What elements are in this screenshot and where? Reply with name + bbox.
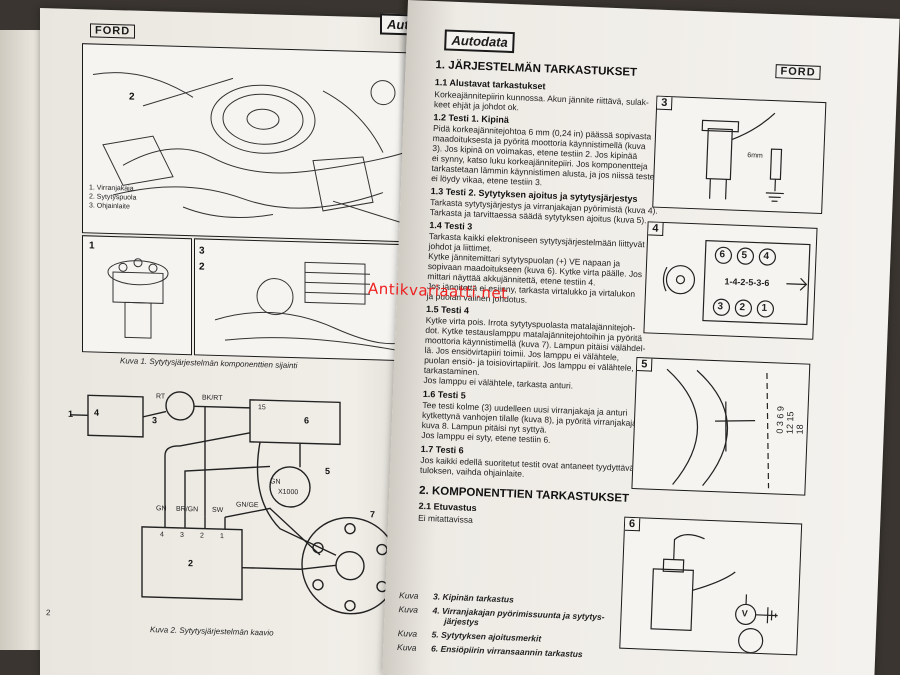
wd-label-gn2: GN bbox=[156, 505, 167, 513]
s21-text: Ei mitattavissa bbox=[417, 512, 474, 525]
engine-bay-drawing bbox=[92, 72, 404, 224]
figure5-timing-marks: 5 0 3 6 9 12 15 18 bbox=[631, 357, 811, 496]
fig4-bottom-3: 3 bbox=[717, 301, 724, 313]
fig4-order: 1-4-2-5-3-6 bbox=[724, 276, 770, 289]
fig5-scale: 0 3 6 9 12 15 18 bbox=[774, 405, 805, 435]
wd-box-2: 2 bbox=[188, 558, 194, 569]
caption-kuva-6-label: Kuva bbox=[396, 642, 417, 653]
s15-title: 1.5 Testi 4 bbox=[425, 303, 470, 316]
wd-label-15: 15 bbox=[258, 404, 266, 412]
wd-callout-3: 3 bbox=[152, 415, 158, 426]
fig6-number: 6 bbox=[624, 517, 641, 532]
fig3-number: 3 bbox=[656, 96, 673, 111]
wd-callout-5: 5 bbox=[325, 465, 331, 477]
fig2-caption: Kuva 2. Sytytysjärjestelmän kaavio bbox=[150, 625, 274, 638]
fig1-sub-1: 1 bbox=[89, 240, 95, 252]
wd-pin-3: 3 bbox=[180, 531, 184, 540]
wd-pin-1: 1 bbox=[220, 533, 224, 541]
wd-label-gnge: GN/GE bbox=[236, 501, 259, 510]
figure1-engine-bay: 2 1. Virranjakaja 2. Sytytyspuola 3. Ohj… bbox=[82, 43, 424, 243]
wd-box-6: 6 bbox=[304, 415, 310, 426]
wd-pin-4: 4 bbox=[160, 531, 164, 539]
fig4-bottom-1: 1 bbox=[761, 302, 768, 315]
spark-test-drawing bbox=[701, 112, 784, 202]
fig4-top-5: 5 bbox=[741, 249, 748, 262]
timing-marks-drawing bbox=[666, 368, 770, 489]
fig1-legend-1: 1. Virranjakaja bbox=[89, 184, 134, 193]
s17-title: 1.7 Testi 6 bbox=[420, 443, 464, 456]
caption-kuva-3-label: Kuva bbox=[398, 590, 419, 601]
fig1-sub-3: 3 bbox=[199, 245, 205, 257]
fig1-legend-2: 2. Sytytyspuola bbox=[89, 193, 137, 202]
s21-title: 2.1 Etuvastus bbox=[418, 500, 477, 514]
caption-kuva-5-label: Kuva bbox=[397, 628, 418, 639]
fig4-top-4: 4 bbox=[763, 250, 770, 263]
figure6-primary-circuit: 6 V bbox=[619, 516, 803, 656]
figure4-firing-order: 4 6 5 4 1-4-2-5-3-6 3 2 1 bbox=[643, 221, 818, 340]
left-page: FORD Autodata bbox=[40, 8, 451, 675]
wiring-diagram-drawing bbox=[70, 391, 399, 615]
wd-callout-1: 1 bbox=[68, 408, 74, 419]
caption-kuva-5-text: 5. Sytytyksen ajoitusmerkit bbox=[431, 629, 542, 644]
primary-circuit-drawing bbox=[650, 534, 778, 654]
wd-label-sw: SW bbox=[212, 506, 224, 515]
firing-order-drawing bbox=[662, 239, 811, 326]
brand-ford-right: FORD bbox=[775, 64, 821, 80]
right-page: Autodata FORD 1. JÄRJESTELMÄN TARKASTUKS… bbox=[382, 0, 900, 675]
figure1-distributor: 1 bbox=[82, 235, 192, 356]
brand-ford-left: FORD bbox=[90, 23, 136, 39]
caption-kuva-4-cont: järjestys bbox=[444, 615, 479, 628]
caption-kuva-4-label: Kuva bbox=[398, 604, 419, 615]
wd-label-brgn: BR/GN bbox=[176, 505, 199, 514]
section1-title: 1. JÄRJESTELMÄN TARKASTUKSET bbox=[435, 59, 638, 79]
wd-pin-2: 2 bbox=[200, 532, 204, 540]
wd-box-4: 4 bbox=[94, 407, 100, 418]
wd-label-bkrt: BK/RT bbox=[202, 394, 223, 403]
s15-line-7: Jos lamppu ei välähtele, tarkasta anturi… bbox=[423, 374, 574, 391]
figure2-wiring-diagram: 4 3 6 5 2 7 1 RT BK/RT 15 GN X1000 GN BR… bbox=[60, 373, 422, 631]
ignition-unit-drawing bbox=[214, 261, 416, 351]
wd-label-x1000: X1000 bbox=[278, 488, 299, 497]
wd-callout-7: 7 bbox=[370, 509, 376, 520]
fig1-callout-2: 2 bbox=[129, 91, 135, 103]
fig4-bottom-2: 2 bbox=[739, 301, 746, 314]
s14-title: 1.4 Testi 3 bbox=[429, 219, 473, 232]
wd-label-gn: GN bbox=[270, 478, 281, 486]
fig6-v-label: V bbox=[741, 608, 748, 619]
fig5-number: 5 bbox=[636, 358, 653, 372]
fig3-6mm-label: 6mm bbox=[747, 152, 763, 160]
distributor-drawing bbox=[107, 258, 169, 339]
caption-kuva-6-text: 6. Ensiöpiirin virransaannin tarkastus bbox=[430, 643, 583, 660]
figure1-ignition-unit: 3 2 bbox=[194, 238, 424, 362]
fig4-number: 4 bbox=[648, 222, 664, 236]
left-page-number: 2 bbox=[46, 608, 51, 618]
fig4-top-6: 6 bbox=[719, 249, 726, 261]
caption-kuva-3-text: 3. Kipinän tarkastus bbox=[432, 591, 515, 605]
brand-autodata-right: Autodata bbox=[444, 29, 516, 54]
figure3-spark-test: 3 6mm bbox=[652, 95, 827, 215]
fig1-legend-3: 3. Ohjainlaite bbox=[89, 202, 130, 211]
s11-line-2: keet ehjät ja johdot ok. bbox=[433, 99, 520, 113]
wd-label-rt: RT bbox=[156, 393, 166, 401]
s16-title: 1.6 Testi 5 bbox=[422, 388, 466, 401]
fig1-sub-2: 2 bbox=[199, 261, 205, 273]
